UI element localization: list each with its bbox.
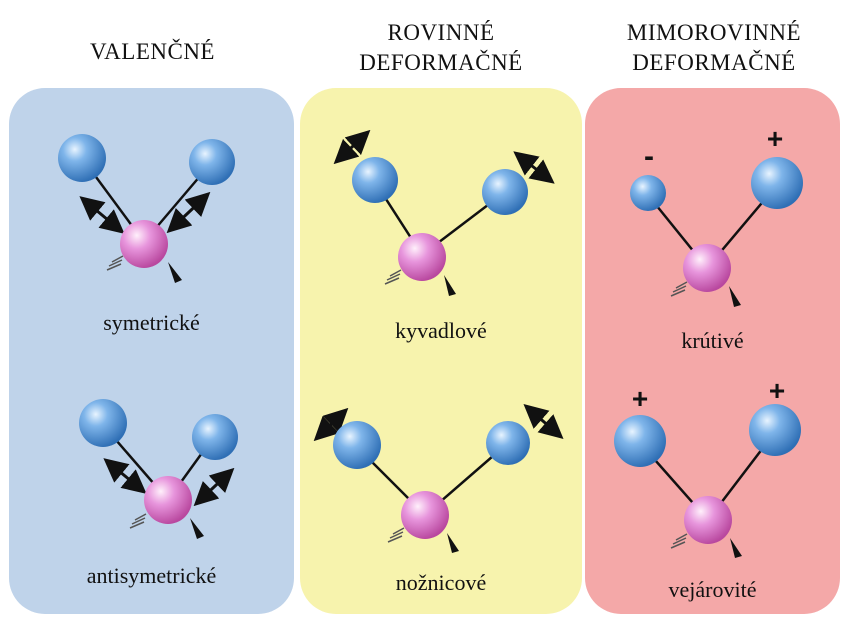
outer-atom: [749, 404, 801, 456]
center-atom: [398, 233, 446, 281]
header-mimorovinne-line-2: DEFORMAČNÉ: [632, 50, 796, 75]
center-atom: [683, 244, 731, 292]
plus-sign: +: [632, 383, 648, 414]
center-atom: [684, 496, 732, 544]
outer-atom: [614, 415, 666, 467]
double-arrow-icon: [79, 196, 125, 234]
outer-atom: [482, 169, 528, 215]
wedge-bond: [190, 518, 204, 539]
label-kyvadlove: kyvadlové: [395, 318, 487, 343]
double-arrow-icon: [523, 404, 564, 439]
double-arrow-icon: [513, 151, 555, 184]
outer-atom: [192, 414, 238, 460]
outer-atom: [352, 157, 398, 203]
molecule-symmetric-stretch: [58, 134, 235, 283]
label-vejarovite: vejárovité: [668, 577, 757, 602]
wedge-bond: [168, 262, 182, 283]
center-atom: [120, 220, 168, 268]
label-noznicove: nožnicové: [395, 570, 487, 595]
label-krutive: krútivé: [681, 328, 744, 353]
double-arrow-icon: [333, 129, 371, 165]
outer-atom: [79, 399, 127, 447]
molecule-wagging: + +: [614, 375, 801, 558]
wedge-bond: [447, 533, 459, 553]
header-valencne: VALENČNÉ: [10, 37, 295, 67]
wedge-bond: [444, 275, 456, 296]
molecule-twisting: - +: [630, 123, 803, 307]
outer-atom: [189, 139, 235, 185]
molecule-scissoring: [313, 404, 564, 553]
plus-sign: +: [767, 123, 783, 154]
header-valencne-line-1: VALENČNÉ: [90, 39, 215, 64]
outer-atom: [333, 421, 381, 469]
hashed-bond: [670, 281, 688, 297]
molecule-rocking: [333, 129, 555, 296]
plus-sign: +: [769, 375, 785, 406]
double-arrow-icon: [103, 458, 147, 494]
wedge-bond: [729, 286, 741, 307]
hashed-bond: [670, 533, 688, 549]
hashed-bond: [384, 269, 402, 285]
header-rovinne-line-2: DEFORMAČNÉ: [359, 50, 523, 75]
header-mimorovinne-deformacne: MIMOROVINNÉ DEFORMAČNÉ: [585, 18, 843, 78]
hashed-bond: [387, 527, 405, 543]
double-arrow-icon: [166, 191, 211, 234]
hashed-bond: [129, 513, 147, 529]
header-rovinne-line-1: ROVINNÉ: [387, 20, 495, 45]
wedge-bond: [730, 538, 742, 558]
hashed-bond: [106, 255, 124, 271]
outer-atom: [58, 134, 106, 182]
header-mimorovinne-line-1: MIMOROVINNÉ: [626, 20, 802, 45]
center-atom: [401, 491, 449, 539]
double-arrow-icon: [313, 407, 349, 442]
panel-valencne: [9, 88, 294, 614]
minus-sign: -: [644, 140, 654, 173]
header-rovinne-deformacne: ROVINNÉ DEFORMAČNÉ: [300, 18, 582, 78]
double-arrow-icon: [193, 467, 235, 507]
outer-atom: [630, 175, 666, 211]
label-symetricke: symetrické: [103, 310, 200, 335]
molecule-antisymmetric-stretch: [79, 399, 238, 539]
center-atom: [144, 476, 192, 524]
outer-atom: [486, 421, 530, 465]
outer-atom: [751, 157, 803, 209]
label-antisymetricke: antisymetrické: [86, 563, 217, 588]
